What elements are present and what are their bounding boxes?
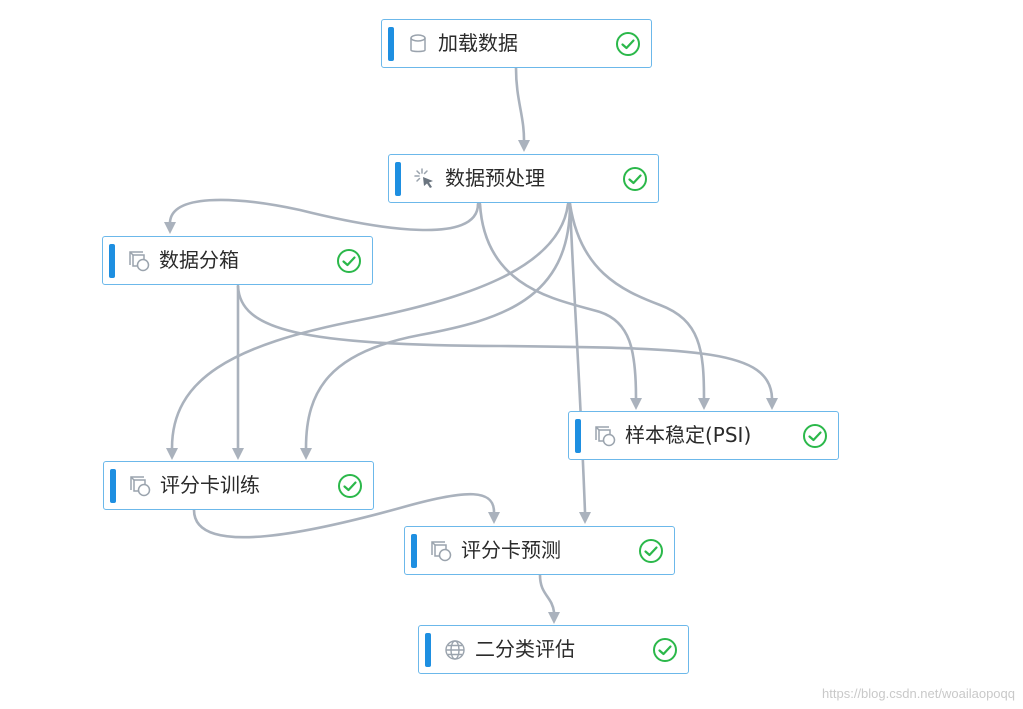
edge-prep-to-train-a (170, 202, 570, 450)
edge-prep-to-psi-b (568, 202, 706, 400)
node-scorecard-prediction[interactable]: 评分卡预测 (404, 526, 675, 575)
accent-bar (411, 534, 417, 568)
arrow-psi-b (698, 398, 710, 410)
accent-bar (388, 27, 394, 61)
success-check-icon (803, 424, 827, 448)
accent-bar (109, 244, 115, 278)
node-label: 评分卡训练 (160, 473, 260, 497)
arrow-eval (548, 612, 560, 624)
edge-train-to-pred (192, 492, 496, 539)
accent-bar (425, 633, 431, 667)
node-binary-classification-eval[interactable]: 二分类评估 (418, 625, 689, 674)
edge-prep-to-psi-a (478, 202, 638, 400)
component-icon (129, 251, 150, 272)
arrow-psi-a (630, 398, 642, 410)
node-data-binning[interactable]: 数据分箱 (102, 236, 373, 285)
node-label: 数据分箱 (159, 248, 239, 272)
accent-bar (395, 162, 401, 196)
magic-cursor-icon (414, 168, 433, 188)
component-icon (130, 476, 151, 497)
node-data-preprocess[interactable]: 数据预处理 (388, 154, 659, 203)
accent-bar (575, 419, 581, 453)
node-label: 评分卡预测 (461, 538, 561, 562)
node-scorecard-training[interactable]: 评分卡训练 (103, 461, 374, 510)
edge-prep-to-train-b (304, 202, 572, 450)
node-load-data[interactable]: 加载数据 (381, 19, 652, 68)
edge-prep-to-pred (568, 202, 587, 514)
success-check-icon (338, 474, 362, 498)
edge-pred-to-eval (538, 573, 556, 614)
component-icon (431, 541, 452, 562)
arrow-pred-a (488, 512, 500, 524)
node-label: 加载数据 (438, 31, 518, 55)
watermark-text: https://blog.csdn.net/woailaopoqq (822, 686, 1015, 701)
globe-icon (445, 640, 465, 660)
success-check-icon (337, 249, 361, 273)
arrow-bin (164, 222, 176, 234)
database-icon (410, 34, 426, 53)
arrow-train-c (300, 448, 312, 460)
success-check-icon (653, 638, 677, 662)
edge-prep-to-bin (168, 198, 480, 232)
arrow-prep (518, 140, 530, 152)
node-label: 数据预处理 (445, 166, 545, 190)
component-icon (595, 426, 616, 447)
success-check-icon (616, 32, 640, 56)
arrow-train-a (166, 448, 178, 460)
arrow-train-b (232, 448, 244, 460)
node-sample-stability-psi[interactable]: 样本稳定(PSI) (568, 411, 839, 460)
node-label: 样本稳定(PSI) (625, 423, 752, 447)
accent-bar (110, 469, 116, 503)
edge-load-to-prep (514, 66, 526, 142)
edge-bin-to-psi (236, 284, 774, 400)
success-check-icon (623, 167, 647, 191)
arrow-psi-c (766, 398, 778, 410)
success-check-icon (639, 539, 663, 563)
arrow-pred-b (579, 512, 591, 524)
node-label: 二分类评估 (475, 637, 575, 661)
